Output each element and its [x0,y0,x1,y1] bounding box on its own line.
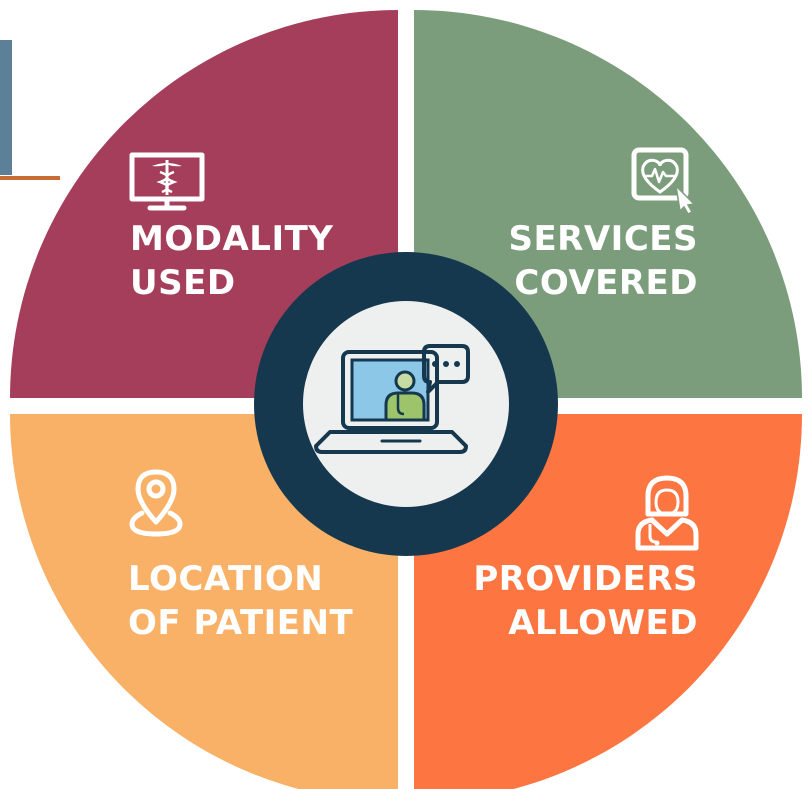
laptop-telehealth-icon [314,344,470,454]
monitor-caduceus-icon [129,152,205,211]
decor-accent-line [0,176,60,180]
label-location-line-1: LOCATION [128,559,323,599]
label-providers-line-1: PROVIDERS [473,559,698,599]
heart-monitor-icon [631,147,696,215]
label-providers-line-2: ALLOWED [508,603,698,643]
decor-left-bar [0,40,12,175]
label-location-line-2: OF PATIENT [128,603,353,643]
label-services-line-2: COVERED [514,263,698,303]
label-services-line-1: SERVICES [508,219,698,259]
doctor-icon [635,475,699,551]
label-modality-line-2: USED [130,263,236,303]
label-modality-line-1: MODALITY [130,219,333,259]
location-pin-icon [129,469,183,537]
